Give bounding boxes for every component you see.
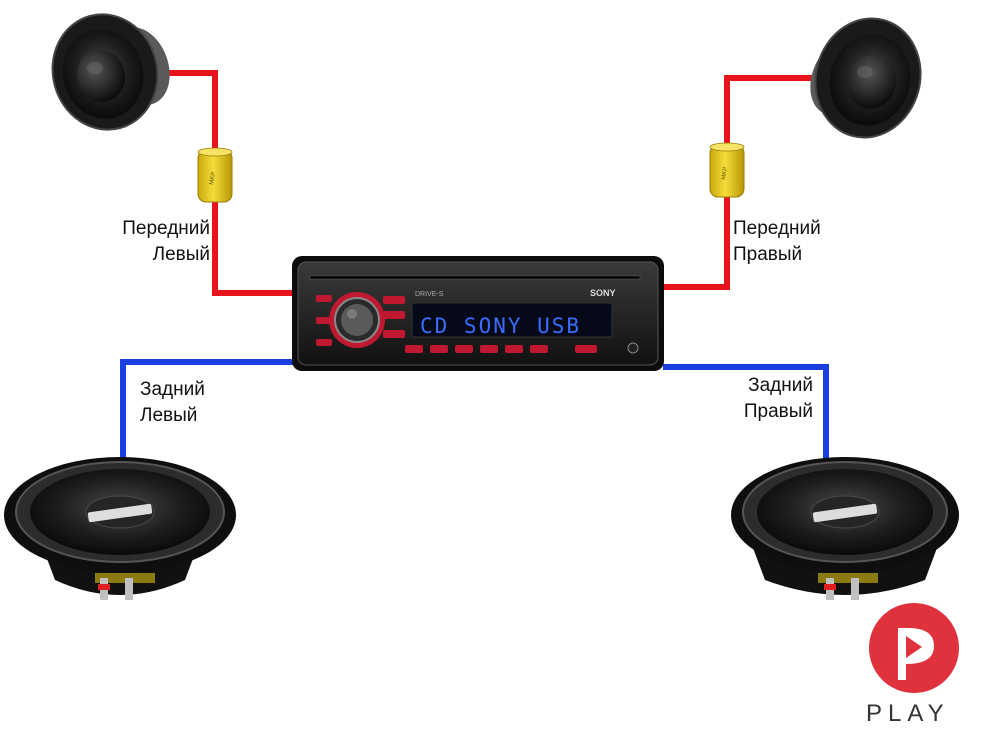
label-front-right-line2: Правый bbox=[733, 244, 803, 265]
model-badge: DRIVE-S bbox=[415, 291, 444, 298]
label-rear-left: Задний Левый bbox=[140, 377, 260, 429]
label-front-left-line1: Передний bbox=[122, 218, 210, 239]
woofer-rear-left-icon bbox=[4, 457, 236, 600]
logo-text: PLAY bbox=[866, 700, 950, 727]
svg-text:MKP: MKP bbox=[209, 171, 217, 185]
capacitor-right-icon: MKP bbox=[709, 142, 745, 198]
brand-text: SONY bbox=[590, 288, 616, 298]
woofer-rear-right-icon bbox=[731, 457, 959, 600]
tweeter-front-right-icon bbox=[810, 17, 922, 139]
label-rear-left-line1: Задний bbox=[140, 379, 205, 400]
label-front-left: Передний Левый bbox=[90, 216, 210, 268]
capacitor-left-icon: MKP bbox=[197, 147, 233, 203]
label-rear-right-line2: Правый bbox=[743, 401, 813, 422]
head-unit-icon: CD SONY USB DRIVE-S SONY bbox=[292, 256, 664, 371]
label-front-right-line1: Передний bbox=[733, 218, 821, 239]
svg-text:MKP: MKP bbox=[721, 166, 729, 180]
label-front-right: Передний Правый bbox=[733, 216, 853, 268]
tweeter-front-left-icon bbox=[51, 13, 170, 131]
label-rear-right: Задний Правый bbox=[693, 373, 813, 425]
play-logo-icon bbox=[869, 603, 959, 693]
rear-right-wire bbox=[663, 364, 829, 465]
label-rear-left-line2: Левый bbox=[140, 405, 198, 426]
label-front-left-line2: Левый bbox=[152, 244, 210, 265]
label-rear-right-line1: Задний bbox=[748, 375, 813, 396]
display-text: CD SONY USB bbox=[420, 314, 581, 338]
rear-left-wire bbox=[120, 359, 295, 465]
